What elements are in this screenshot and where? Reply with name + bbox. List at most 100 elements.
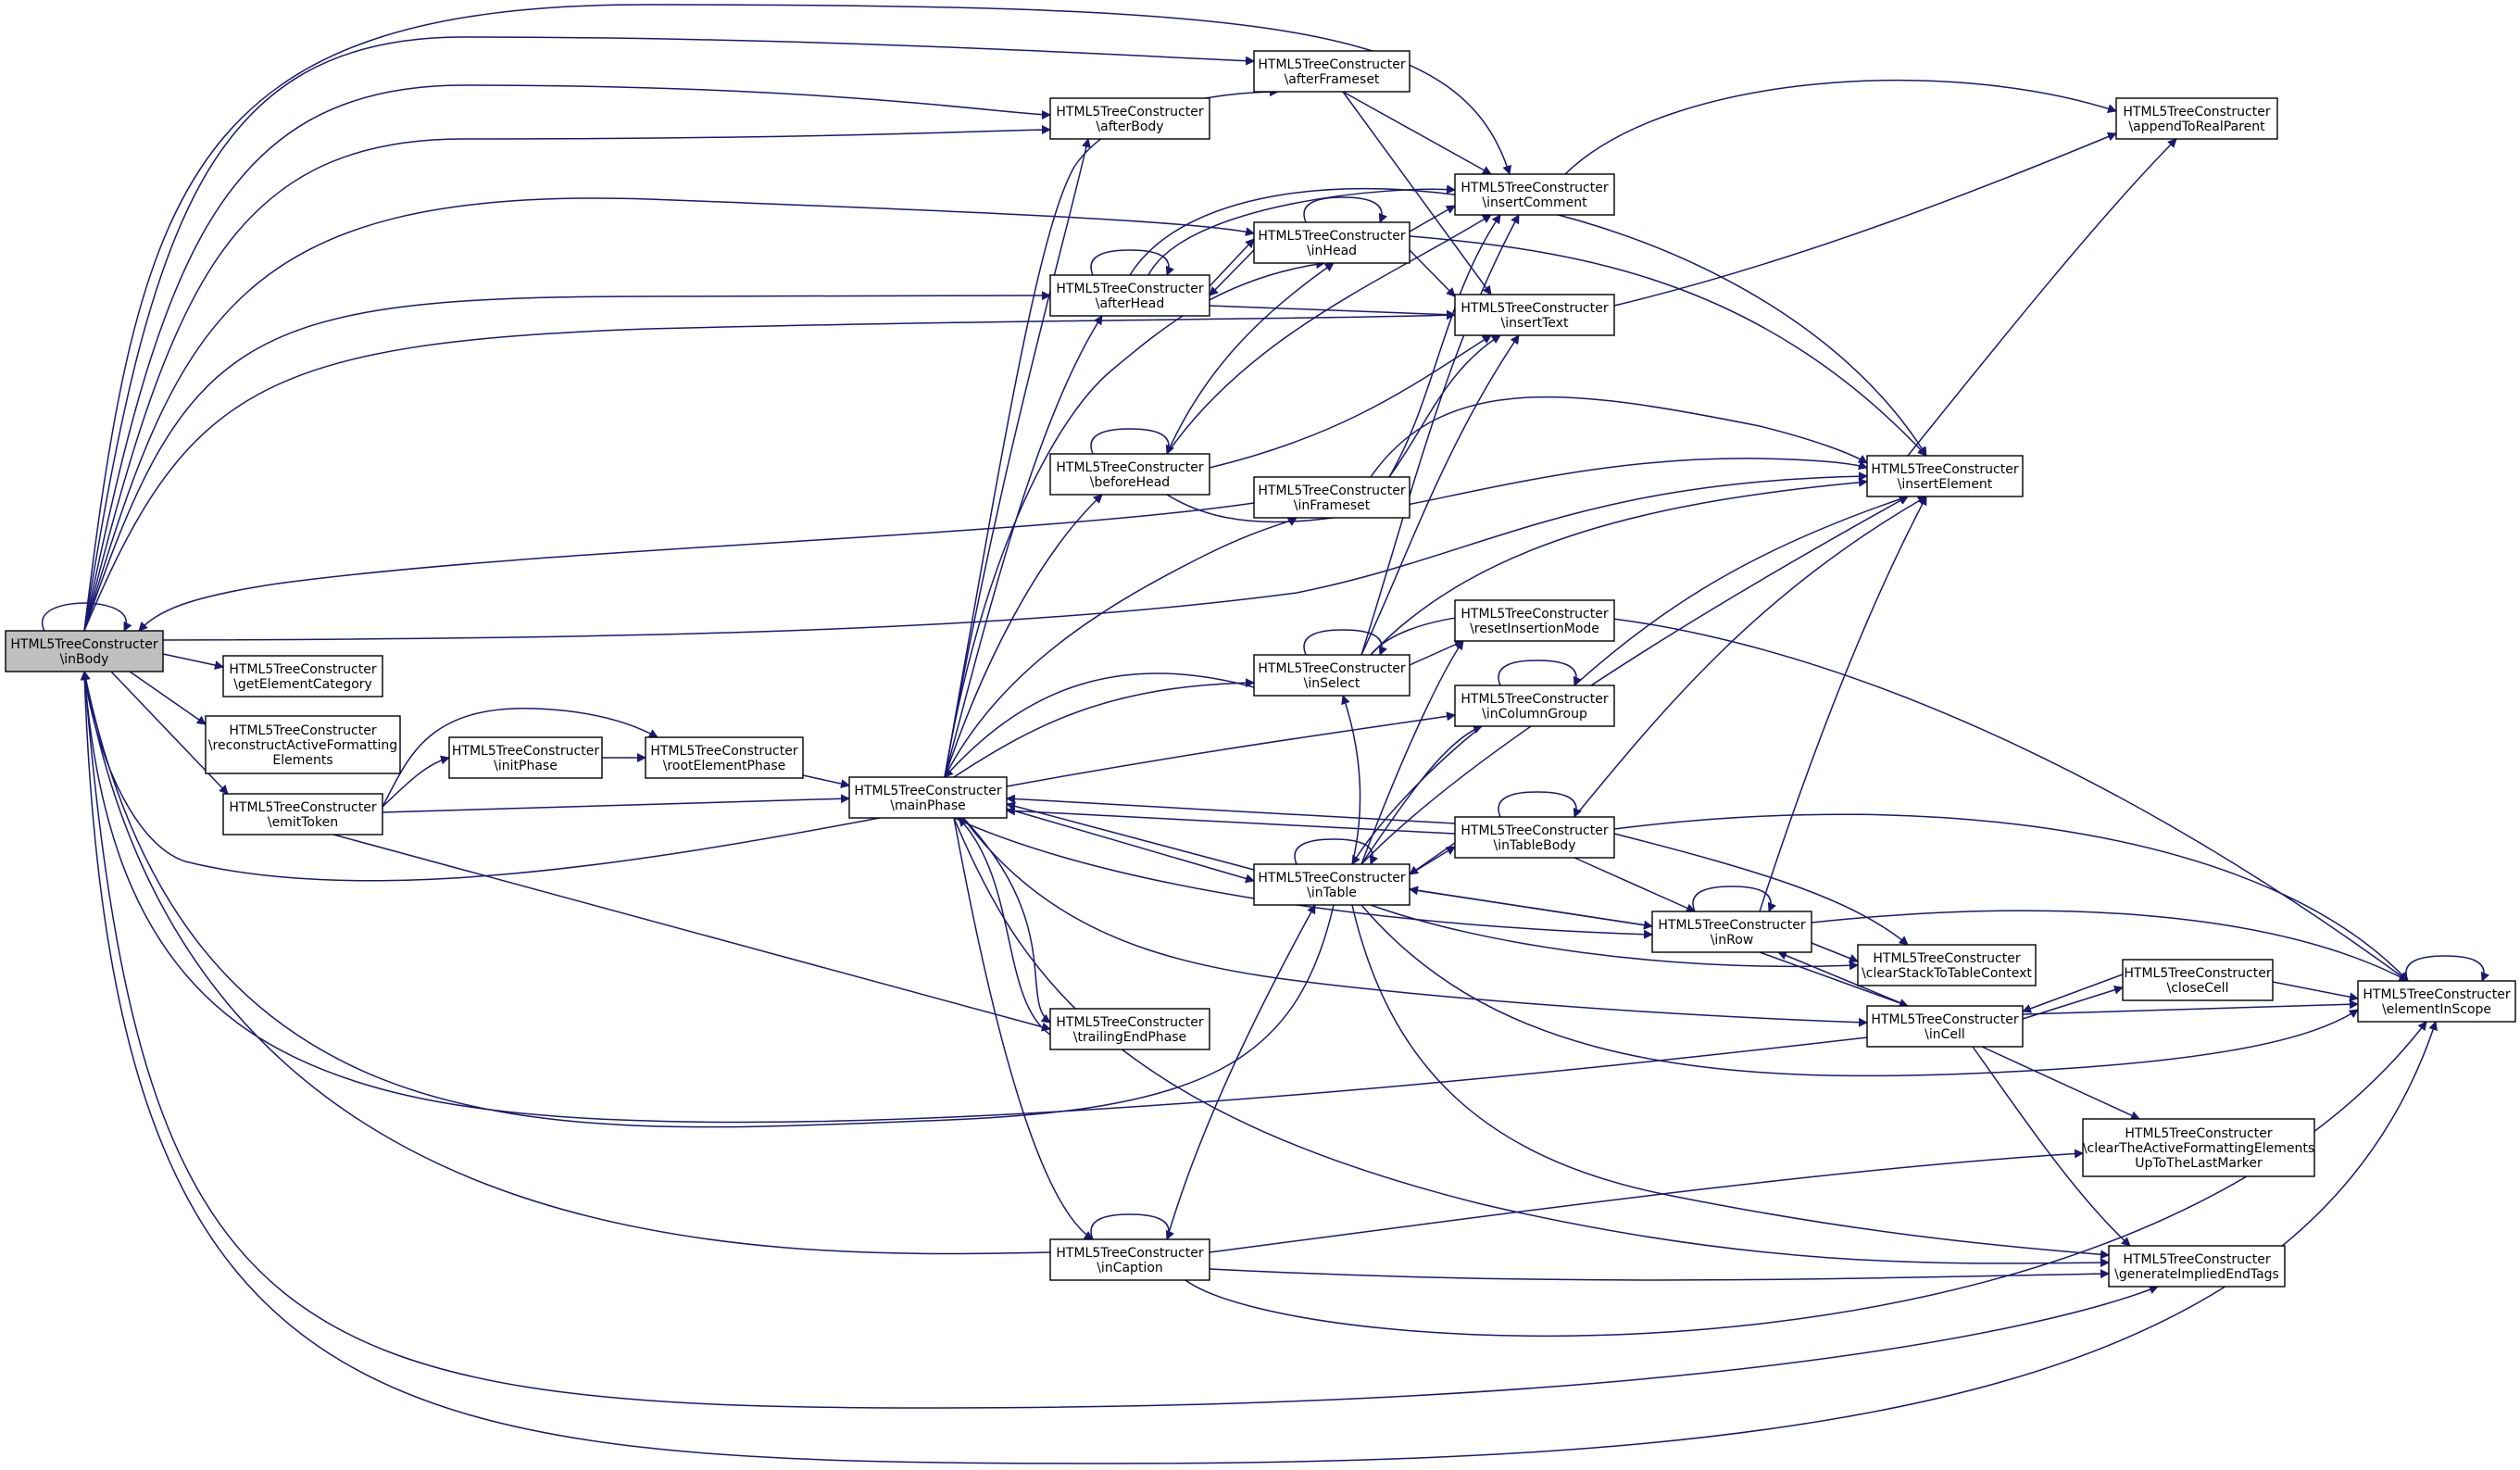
node-insertText[interactable]: HTML5TreeConstructer\insertText: [1454, 294, 1615, 336]
node-reconstructActive[interactable]: HTML5TreeConstructer\reconstructActiveFo…: [205, 715, 401, 774]
node-inBody[interactable]: HTML5TreeConstructer\inBody: [5, 630, 164, 672]
node-label: \beforeHead: [1090, 475, 1170, 490]
node-rootElementPhase[interactable]: HTML5TreeConstructer\rootElementPhase: [645, 736, 804, 779]
node-inColumnGroup[interactable]: HTML5TreeConstructer\inColumnGroup: [1454, 685, 1615, 727]
node-box: [448, 736, 603, 779]
edge-inSelect-to-insertComment: [1360, 214, 1520, 656]
node-inFrameset[interactable]: HTML5TreeConstructer\inFrameset: [1253, 476, 1410, 519]
node-label: \inFrameset: [1294, 498, 1371, 513]
node-label: HTML5TreeConstructer: [452, 744, 599, 759]
node-label: \inBody: [60, 652, 109, 667]
node-afterBody[interactable]: HTML5TreeConstructer\afterBody: [1049, 97, 1210, 140]
node-clearActiveFormatting[interactable]: HTML5TreeConstructer\clearTheActiveForma…: [2082, 1118, 2315, 1177]
node-label: \inRow: [1711, 933, 1754, 948]
node-elementInScope[interactable]: HTML5TreeConstructer\elementInScope: [2357, 980, 2516, 1023]
node-inRow[interactable]: HTML5TreeConstructer\inRow: [1651, 911, 1812, 953]
node-label: Elements: [272, 753, 332, 768]
node-box: [1253, 476, 1410, 519]
edge-inCell-to-inRow: [1777, 950, 1909, 1007]
edge-inTableBody-to-elementInScope: [1613, 813, 2409, 982]
node-label: \inTable: [1307, 886, 1357, 900]
node-label: \inCaption: [1097, 1261, 1163, 1275]
edge-inTableBody-to-insertElement: [1573, 496, 1927, 818]
node-label: \elementInScope: [2382, 1002, 2491, 1017]
node-label: \inTableBody: [1493, 838, 1575, 853]
node-label: \afterHead: [1096, 296, 1164, 311]
node-label: \initPhase: [494, 759, 558, 773]
edge-inRow-to-inTable: [1409, 886, 1653, 927]
edge-inCell-to-generateImplied: [1972, 1046, 2131, 1247]
edge-inColumnGroup-to-inColumnGroup: [1498, 660, 1583, 686]
edge-inColumnGroup-to-insertElement: [1573, 495, 1909, 686]
node-label: \afterBody: [1096, 119, 1163, 134]
edge-inTableBody-to-mainPhase: [1006, 794, 1456, 824]
node-label: \emitToken: [268, 815, 338, 830]
edge-afterFrameset-to-insertText: [1342, 91, 1492, 295]
node-clearStack[interactable]: HTML5TreeConstructer\clearStackToTableCo…: [1857, 944, 2037, 986]
edge-inTableBody-to-mainPhase: [1006, 806, 1456, 835]
node-label: HTML5TreeConstructer: [1056, 1015, 1203, 1030]
edge-inTable-to-generateImplied: [1351, 904, 2110, 1260]
node-box: [1049, 1008, 1210, 1050]
node-mainPhase[interactable]: HTML5TreeConstructer\mainPhase: [848, 776, 1008, 819]
node-afterFrameset[interactable]: HTML5TreeConstructer\afterFrameset: [1253, 50, 1410, 93]
node-inHead[interactable]: HTML5TreeConstructer\inHead: [1253, 221, 1410, 264]
node-label: HTML5TreeConstructer: [2363, 987, 2510, 1002]
edge-inColumnGroup-to-inTable: [1351, 725, 1483, 865]
node-box: [2082, 1118, 2315, 1177]
node-box: [1253, 50, 1410, 93]
node-label: \inColumnGroup: [1482, 707, 1587, 722]
edge-inBody-to-inHead: [83, 197, 1255, 632]
node-box: [205, 715, 401, 774]
node-trailingEndPhase[interactable]: HTML5TreeConstructer\trailingEndPhase: [1049, 1008, 1210, 1050]
edge-inTableBody-to-inTableBody: [1498, 791, 1583, 818]
node-label: \clearStackToTableContext: [1862, 966, 2032, 981]
node-label: UpToTheLastMarker: [2135, 1156, 2263, 1171]
node-insertElement[interactable]: HTML5TreeConstructer\insertElement: [1866, 455, 2024, 497]
edge-inSelect-to-insertElement: [1370, 477, 1868, 656]
edge-beforeHead-to-insertText: [1209, 334, 1492, 469]
node-beforeHead[interactable]: HTML5TreeConstructer\beforeHead: [1049, 453, 1210, 496]
node-inSelect[interactable]: HTML5TreeConstructer\inSelect: [1253, 654, 1410, 697]
node-emitToken[interactable]: HTML5TreeConstructer\emitToken: [222, 793, 383, 836]
node-afterHead[interactable]: HTML5TreeConstructer\afterHead: [1049, 274, 1210, 317]
edge-inTable-to-inBody: [81, 671, 1335, 1128]
node-insertComment[interactable]: HTML5TreeConstructer\insertComment: [1454, 173, 1615, 216]
node-label: HTML5TreeConstructer: [1258, 57, 1405, 72]
edge-inBody-to-getElementCategory: [162, 653, 224, 670]
edge-emitToken-to-mainPhase: [382, 794, 850, 813]
node-resetInsertionMode[interactable]: HTML5TreeConstructer\resetInsertionMode: [1454, 599, 1615, 642]
edge-afterFrameset-to-insertComment: [1342, 91, 1492, 175]
node-box: [5, 630, 164, 672]
node-appendToRealParent[interactable]: HTML5TreeConstructer\appendToRealParent: [2115, 97, 2278, 140]
node-box: [1866, 1005, 2024, 1048]
edge-inFrameset-to-inBody: [138, 502, 1255, 632]
node-inCaption[interactable]: HTML5TreeConstructer\inCaption: [1049, 1238, 1210, 1281]
node-generateImplied[interactable]: HTML5TreeConstructer\generateImpliedEndT…: [2108, 1245, 2286, 1288]
node-label: \reconstructActiveFormatting: [208, 738, 397, 753]
node-initPhase[interactable]: HTML5TreeConstructer\initPhase: [448, 736, 603, 779]
node-box: [1253, 654, 1410, 697]
edge-inTableBody-to-inTable: [1409, 842, 1456, 875]
edge-inRow-to-inCell: [1759, 951, 1909, 1008]
node-label: HTML5TreeConstructer: [2123, 105, 2270, 119]
node-label: \inHead: [1307, 244, 1357, 258]
edge-inCaption-to-inCaption: [1090, 1213, 1175, 1240]
node-label: HTML5TreeConstructer: [1461, 301, 1608, 316]
node-label: \generateImpliedEndTags: [2114, 1267, 2279, 1282]
node-label: \inSelect: [1304, 676, 1360, 691]
edge-emitToken-to-trailingEndPhase: [332, 834, 1051, 1032]
edge-inBody-to-insertElement: [162, 471, 1868, 641]
node-getElementCategory[interactable]: HTML5TreeConstructer\getElementCategory: [222, 655, 383, 697]
node-label: HTML5TreeConstructer: [1461, 692, 1608, 707]
node-closeCell[interactable]: HTML5TreeConstructer\closeCell: [2122, 959, 2274, 1001]
node-box: [1454, 816, 1615, 859]
node-inTable[interactable]: HTML5TreeConstructer\inTable: [1253, 863, 1410, 906]
edge-mainPhase-to-inCell: [962, 817, 1868, 1027]
node-inTableBody[interactable]: HTML5TreeConstructer\inTableBody: [1454, 816, 1615, 859]
edge-inSelect-to-inSelect: [1303, 629, 1388, 656]
edge-inTable-to-mainPhase: [1006, 801, 1255, 871]
node-box: [1454, 599, 1615, 642]
node-inCell[interactable]: HTML5TreeConstructer\inCell: [1866, 1005, 2024, 1048]
